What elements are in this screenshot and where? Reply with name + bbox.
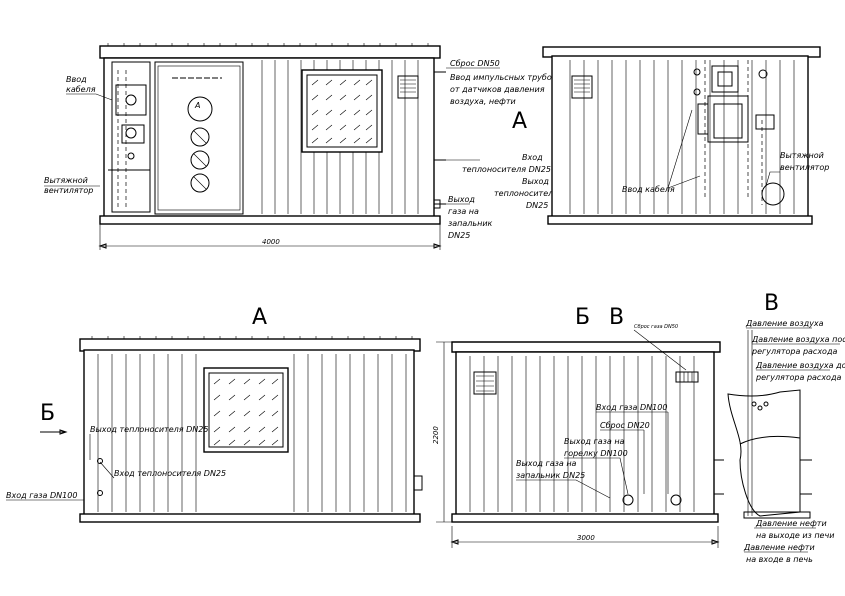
svg-text:Давление воздуха после: Давление воздуха после [751,335,845,344]
svg-text:DN25: DN25 [448,231,470,240]
svg-text:Вход: Вход [522,153,543,162]
container-body [103,57,435,219]
svg-text:Давление нефти: Давление нефти [743,543,815,552]
svg-text:Вход газа DN100: Вход газа DN100 [596,403,667,412]
indicator-lamp-icon [190,173,210,193]
svg-text:Выход газа на: Выход газа на [516,459,577,468]
svg-text:Давление воздуха до: Давление воздуха до [755,361,845,370]
louver-grille [473,371,497,395]
svg-text:вентилятор: вентилятор [44,186,93,195]
roof [99,45,441,59]
view-letter-a: А [512,109,527,134]
view-a: А Б Выход теплоносителя DN25 Вход теплон… [6,305,423,523]
front-view-top: A 4000 Ввод кабеля Вытяжной вентилятор [44,43,558,250]
control-cabinet [154,61,244,215]
svg-text:на выходе из печи: на выходе из печи [756,531,834,540]
dimension-width: 3000 [577,534,595,542]
container-body [455,351,715,517]
view-b-title: Б [575,305,590,330]
svg-text:запальник DN25: запальник DN25 [516,471,585,480]
svg-text:Вытяжной: Вытяжной [44,176,88,185]
indicator-lamp-icon [190,127,210,147]
indicator-lamp-icon [190,150,210,170]
svg-text:Вход газа DN100: Вход газа DN100 [6,491,77,500]
svg-text:Ввод кабеля: Ввод кабеля [622,185,675,194]
view-b: Б В 3000 2200 Сброс газа DN50 Вход газа … [432,305,724,548]
svg-text:на входе в печь: на входе в печь [746,555,813,564]
louver-grille [571,75,593,99]
svg-text:Выход теплоносителя DN25: Выход теплоносителя DN25 [90,425,208,434]
svg-text:Сброс DN50: Сброс DN50 [450,59,500,68]
svg-text:кабеля: кабеля [66,85,96,94]
window [203,367,289,453]
svg-text:вентилятор: вентилятор [780,163,829,172]
svg-text:Давление воздуха: Давление воздуха [745,319,824,328]
window [301,69,383,153]
svg-text:Вытяжной: Вытяжной [780,151,824,160]
svg-text:газа на: газа на [448,207,479,216]
svg-text:горелку DN100: горелку DN100 [564,449,628,458]
dimension-length: 4000 [262,238,280,246]
dimension-height: 2200 [432,426,440,444]
svg-text:Ввод: Ввод [66,75,87,84]
svg-text:теплоносителя: теплоносителя [494,189,558,198]
ammeter-icon [187,96,213,122]
view-v-letter: В [609,305,624,330]
svg-text:Выход газа на: Выход газа на [564,437,625,446]
svg-text:от датчиков давления: от датчиков давления [450,85,545,94]
svg-text:Ввод импульсных трубок: Ввод импульсных трубок [450,73,557,82]
svg-text:Вход теплоносителя DN25: Вход теплоносителя DN25 [114,469,226,478]
svg-text:теплоносителя DN25: теплоносителя DN25 [462,165,551,174]
container-body [551,55,809,219]
view-v: В Давление воздуха Давление воздуха посл… [727,291,845,564]
view-a-title: А [252,305,267,330]
svg-text:DN25: DN25 [526,201,548,210]
view-v-title: В [764,291,779,316]
svg-text:Давление нефти: Давление нефти [755,519,827,528]
view-b-arrow-letter: Б [40,401,55,426]
side-view-top: А Вытяжной вентилятор Ввод кабеля [512,46,829,225]
svg-text:Сброс газа DN50: Сброс газа DN50 [634,324,678,330]
louver-grille [397,75,419,99]
svg-text:запальник: запальник [448,219,493,228]
svg-text:A: A [194,101,200,110]
svg-text:Выход: Выход [522,177,549,186]
svg-text:Выход: Выход [448,195,475,204]
svg-text:регулятора расхода: регулятора расхода [751,347,837,356]
svg-text:регулятора расхода: регулятора расхода [755,373,841,382]
svg-text:Сброс DN20: Сброс DN20 [600,421,650,430]
svg-text:воздуха, нефти: воздуха, нефти [450,97,516,106]
